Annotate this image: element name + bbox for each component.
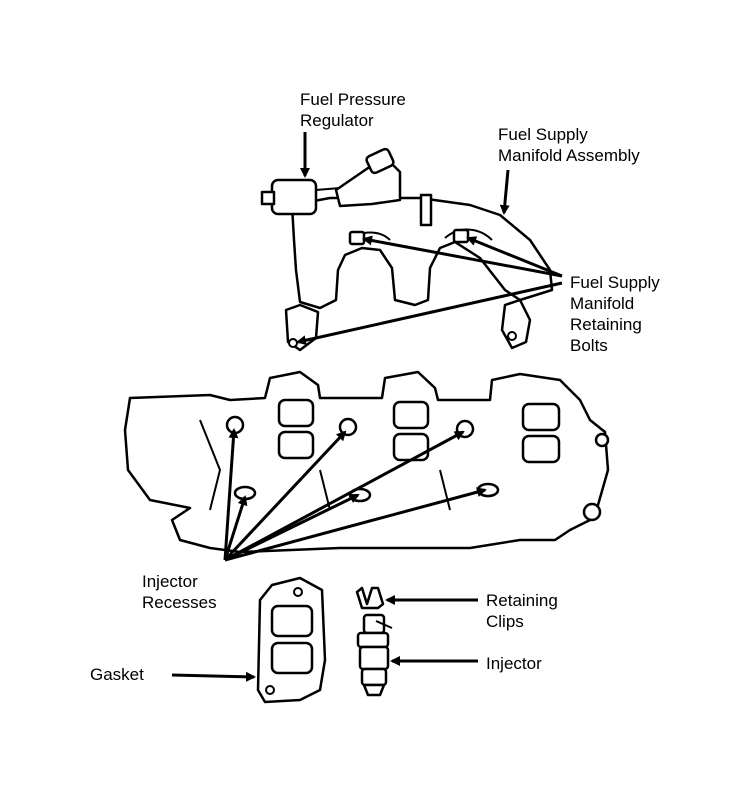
arrow-fuel-supply-manifold-assembly [499, 169, 510, 215]
label-injector: Injector [486, 654, 542, 673]
arrow-gasket [171, 671, 256, 682]
label-fuel-pressure-regulator: Fuel Pressure Regulator [300, 89, 406, 131]
gasket-drawing [256, 576, 327, 704]
label-line: Manifold [570, 294, 635, 313]
label-line: Manifold Assembly [498, 146, 640, 165]
label-line: Fuel Supply [570, 273, 660, 292]
arrow-bolt-2 [466, 236, 563, 278]
arrow-recess-1 [223, 428, 239, 561]
label-gasket: Gasket [90, 665, 144, 684]
arrow-recess-2 [223, 495, 248, 561]
label-line: Retaining [570, 315, 642, 334]
arrow-recess-3 [223, 430, 347, 562]
label-fuel-supply-manifold-retaining-bolts: Fuel Supply Manifold Retaining Bolts [570, 272, 660, 356]
fuel-supply-manifold [260, 147, 554, 352]
arrow-bolt-1 [362, 235, 563, 278]
label-line: Bolts [570, 336, 608, 355]
label-retaining-clips: Retaining Clips [486, 590, 558, 632]
injector-drawing [356, 613, 393, 697]
label-line: Injector [142, 572, 198, 591]
label-line: Recesses [142, 593, 217, 612]
label-line: Retaining [486, 591, 558, 610]
retaining-clip-drawing [355, 586, 385, 610]
arrow-recess-6 [224, 487, 487, 562]
label-line: Clips [486, 612, 524, 631]
label-line: Fuel Pressure [300, 90, 406, 109]
label-injector-recesses: Injector Recesses [142, 571, 217, 613]
arrow-recess-5 [224, 430, 465, 562]
arrow-bolt-3 [296, 281, 563, 346]
intake-manifold [123, 370, 610, 554]
label-line: Regulator [300, 111, 374, 130]
label-fuel-supply-manifold-assembly: Fuel Supply Manifold Assembly [498, 124, 640, 166]
callout-arrows [171, 132, 563, 682]
label-line: Fuel Supply [498, 125, 588, 144]
